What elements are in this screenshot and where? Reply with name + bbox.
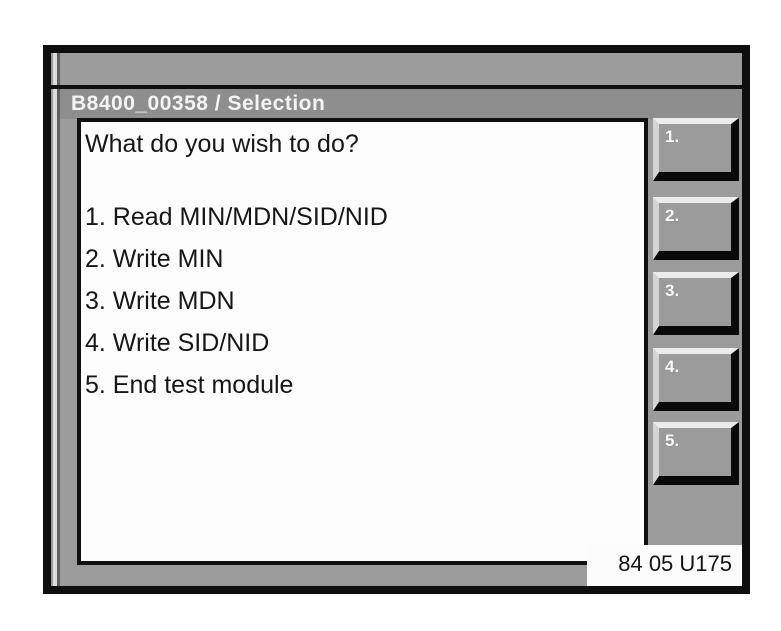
softkey-button-5[interactable]: 5. — [653, 422, 739, 485]
window-title: B8400_00358 / Selection — [71, 92, 326, 115]
softkey-button-4[interactable]: 4. — [653, 348, 739, 411]
status-bar: 84 05 U175 — [587, 545, 742, 586]
spacer — [85, 164, 640, 196]
softkey-label-1: 1. — [665, 127, 680, 146]
device-window: B8400_00358 / Selection What do you wish… — [43, 45, 750, 594]
softkey-button-3[interactable]: 3. — [653, 272, 739, 335]
menu-item-1: 1. Read MIN/MDN/SID/NID — [85, 203, 388, 231]
menu-item-3: 3. Write MDN — [85, 287, 235, 315]
bezel-shadow-line — [57, 53, 60, 586]
menu-item-2: 2. Write MIN — [85, 245, 224, 273]
menu-item-4: 4. Write SID/NID — [85, 329, 270, 357]
prompt-text: What do you wish to do? — [85, 130, 359, 158]
softkey-label-5: 5. — [665, 431, 680, 450]
menu-item-5: 5. End test module — [85, 371, 294, 399]
top-bar-divider — [51, 85, 742, 89]
status-code: 84 05 U175 — [618, 551, 732, 576]
softkey-label-4: 4. — [665, 357, 680, 376]
softkey-button-2[interactable]: 2. — [653, 197, 739, 260]
title-bar: B8400_00358 / Selection — [60, 89, 742, 119]
softkey-label-3: 3. — [665, 281, 680, 300]
softkey-button-1[interactable]: 1. — [653, 118, 739, 181]
top-bar — [60, 53, 742, 85]
softkey-label-2: 2. — [665, 206, 680, 225]
dialog-content: What do you wish to do? 1. Read MIN/MDN/… — [77, 118, 648, 565]
bezel-highlight-line — [53, 53, 57, 586]
